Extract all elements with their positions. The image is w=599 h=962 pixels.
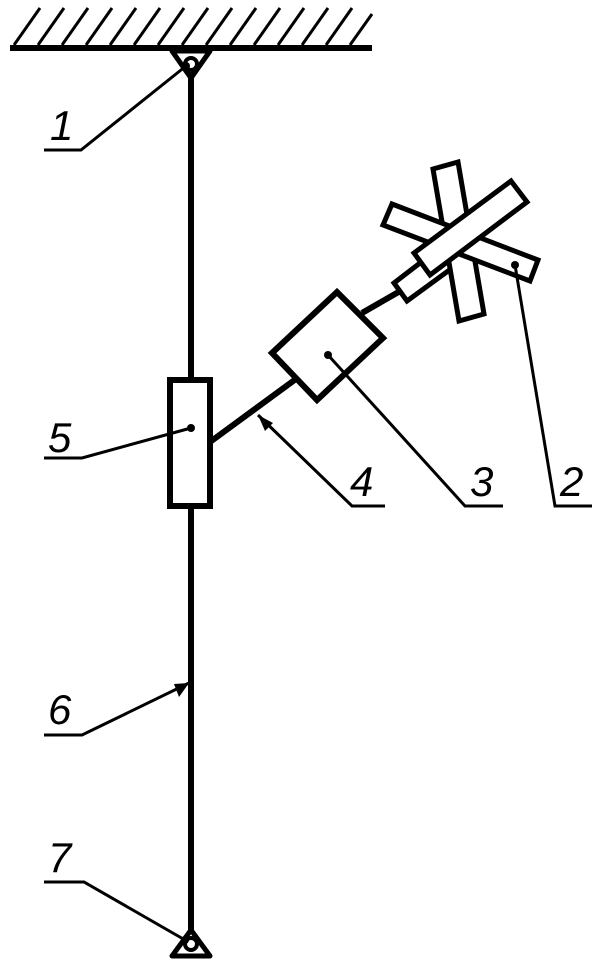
ceiling-hatching [12, 7, 374, 46]
callout-label-3: 3 [470, 458, 493, 505]
callout-label-1: 1 [50, 102, 73, 149]
leader-6 [44, 681, 190, 737]
leader-3 [326, 353, 503, 508]
motor-housing [267, 287, 388, 405]
propeller-shaft [360, 287, 404, 316]
bottom-hinge [169, 927, 213, 959]
leader-7 [44, 880, 186, 942]
leader-5 [44, 426, 192, 460]
ceiling-support [10, 7, 374, 51]
callout-label-6: 6 [48, 686, 72, 733]
callout-leaders [44, 64, 592, 942]
callout-label-2: 2 [559, 458, 583, 505]
top-hinge [169, 48, 213, 81]
callout-label-4: 4 [350, 458, 373, 505]
propeller-blade-diagonal [410, 177, 531, 279]
propeller [379, 158, 542, 325]
leader-1 [44, 64, 187, 152]
callout-label-7: 7 [48, 834, 73, 881]
callout-labels: 1 2 3 4 5 6 7 [48, 102, 583, 881]
leader-4 [256, 413, 385, 508]
slider-block [167, 377, 213, 509]
leader-2 [513, 264, 592, 508]
callout-label-5: 5 [48, 414, 72, 461]
leader-markers [174, 62, 519, 944]
inclined-arm [208, 373, 302, 445]
